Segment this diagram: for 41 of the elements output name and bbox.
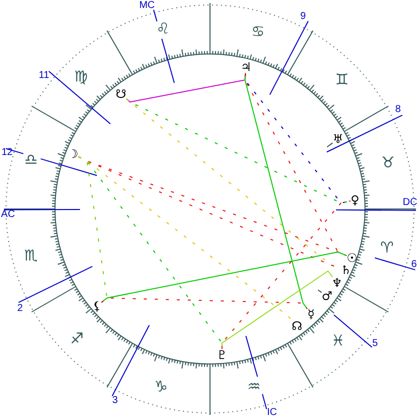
zodiac-sign-symbol: ♎ [24, 152, 38, 168]
zodiac-sign-symbol: ♍ [74, 70, 88, 84]
planet-symbol: ♂ [322, 290, 332, 302]
planet-symbol: ⚸ [92, 300, 102, 312]
house-label: 11 [38, 71, 50, 81]
house-label: AC [1, 210, 15, 220]
zodiac-sign-symbol: ♐ [70, 332, 84, 346]
house-label: IC [267, 408, 277, 418]
house-label: 2 [17, 304, 23, 314]
aspect-line [222, 200, 352, 350]
planet-symbol: ♆ [332, 277, 342, 289]
zodiac-sign-symbol: ♈ [380, 240, 394, 256]
planet-symbol: ♅ [332, 133, 344, 145]
zodiac-sign-symbol: ♊ [335, 72, 349, 88]
house-label: MC [139, 1, 155, 11]
aspect-line [100, 298, 308, 310]
zodiac-sign-symbol: ♓ [331, 334, 345, 348]
planet-symbol: ☽ [68, 148, 78, 160]
planet-symbol: ☉ [346, 252, 358, 264]
house-label: 8 [395, 105, 401, 115]
planet-symbol: ♄ [340, 264, 352, 276]
planet-symbol: ☋ [116, 88, 126, 100]
planet-symbol: ♀ [350, 194, 360, 206]
house-label: 5 [372, 339, 378, 349]
planet-symbol: ♇ [216, 349, 228, 361]
zodiac-sign-symbol: ♏ [24, 248, 38, 264]
house-label: 6 [411, 260, 417, 270]
planet-symbol: ♃ [240, 61, 252, 73]
zodiac-sign-symbol: ♒ [247, 380, 261, 394]
zodiac-sign-symbol: ♋ [251, 24, 265, 40]
zodiac-sign-symbol: ♑ [154, 380, 168, 394]
house-label: DC [402, 198, 418, 208]
house-label: 9 [300, 12, 306, 22]
aspect-line [78, 156, 292, 321]
zodiac-sign-symbol: ♌ [156, 22, 170, 36]
house-label: 3 [112, 396, 118, 406]
house-label: 12 [1, 148, 13, 158]
planet-symbol: ☊ [292, 320, 302, 332]
aspect-line [100, 251, 348, 303]
planet-symbol: ☿ [307, 308, 315, 320]
zodiac-sign-symbol: ♉ [381, 156, 395, 170]
